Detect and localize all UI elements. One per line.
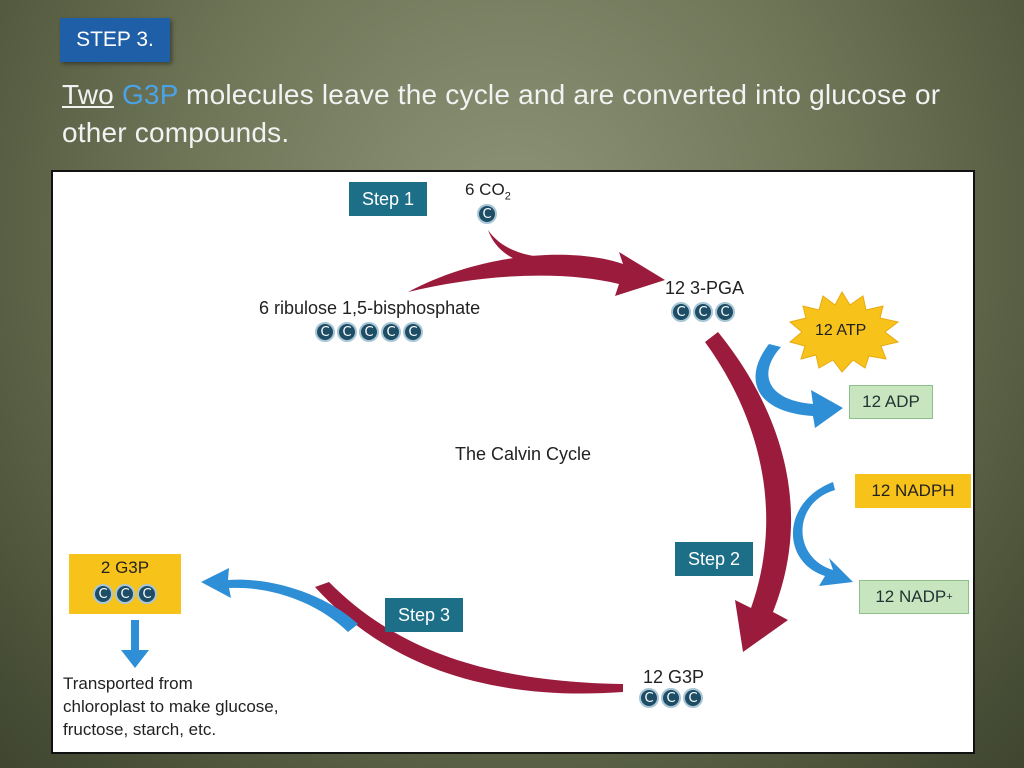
carbon-atom: C [671,302,691,322]
carbon-atom: C [93,584,113,604]
g3p-12-carbons: C C C [639,688,703,708]
nadp-box: 12 NADP+ [859,580,969,614]
arrow-ribulose-to-pga [408,252,665,296]
carbon-atom: C [477,204,497,224]
arrow-nadph-to-nadp [792,482,853,586]
arrow-atp-to-adp [755,344,843,428]
arrow-export-g3p [201,568,358,632]
calvin-cycle-panel: Step 1 Step 2 Step 3 6 CO2 C 6 ribulose … [51,170,975,754]
step-badge: STEP 3. [60,18,170,62]
co2-text: 6 CO [465,180,505,199]
ribulose-label: 6 ribulose 1,5-bisphosphate [259,298,481,318]
step3-label: Step 3 [385,598,463,632]
nadph-box: 12 NADPH [855,474,971,508]
carbon-atom: C [693,302,713,322]
carbon-atom: C [381,322,401,342]
co2-label: 6 CO2 [465,180,511,202]
nadp-text: 12 NADP [875,587,947,606]
transport-line-3: fructose, starch, etc. [63,720,217,739]
headline-rest: molecules leave the cycle and are conver… [62,79,941,148]
ribulose-carbons: C C C C C [315,322,423,342]
arrow-g3p-to-left [315,582,623,694]
carbon-atom: C [683,688,703,708]
carbon-atom: C [115,584,135,604]
transport-text: Transported from chloroplast to make glu… [63,672,278,741]
step2-label: Step 2 [675,542,753,576]
adp-box: 12 ADP [849,385,933,419]
arrow-co2-feed [488,230,573,269]
headline: Two G3P molecules leave the cycle and ar… [62,76,962,152]
carbon-atom: C [639,688,659,708]
carbon-atom: C [715,302,735,322]
step1-label: Step 1 [349,182,427,216]
cycle-arrows [121,230,900,694]
arrow-pga-to-g3p [705,332,792,652]
carbon-atom: C [359,322,379,342]
arrow-transport-down [121,620,149,668]
g3p-12-label: 12 G3P [643,667,705,687]
carbon-atom: C [315,322,335,342]
nadp-superscript: + [946,591,953,603]
transport-line-1: Transported from [63,674,193,693]
cycle-title: The Calvin Cycle [455,444,592,464]
co2-subscript: 2 [504,190,511,203]
carbon-atom: C [137,584,157,604]
pga-carbons: C C C [671,302,735,322]
co2-carbons: C [477,204,497,224]
headline-word-two: Two [62,79,114,110]
carbon-atom: C [403,322,423,342]
carbon-atom: C [661,688,681,708]
atp-label: 12 ATP [815,322,867,339]
headline-word-g3p: G3P [121,79,179,110]
pga-label: 12 3-PGA [665,278,745,298]
transport-line-2: chloroplast to make glucose, [63,697,279,716]
g3p-2-label: 2 G3P [100,558,150,577]
carbon-atom: C [337,322,357,342]
g3p-2-carbons: C C C [93,584,157,604]
atp-starburst [788,290,900,373]
